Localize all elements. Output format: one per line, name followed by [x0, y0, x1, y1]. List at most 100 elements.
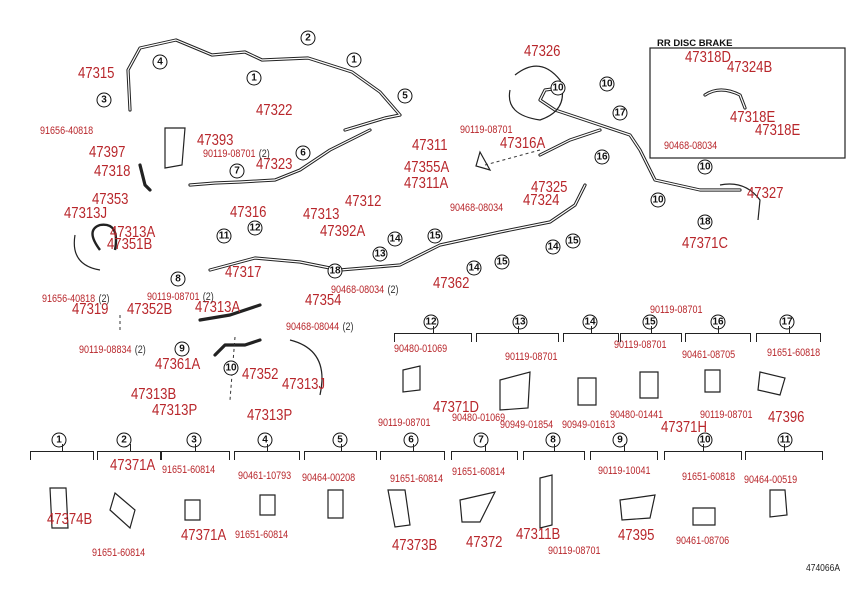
part-code: 90119-08834	[79, 344, 132, 356]
callout-number: 18	[327, 263, 343, 279]
group-bracket	[304, 444, 377, 460]
callout-number: 14	[545, 239, 561, 255]
part-code: 90119-08701	[700, 409, 753, 421]
callout-number: 14	[387, 231, 403, 247]
part-number-label: 47316A	[500, 135, 546, 152]
callout-number: 1	[346, 52, 362, 68]
part-number-label: 47313J	[282, 376, 326, 393]
part-number-label: 47373B	[392, 537, 438, 554]
group-bracket	[590, 444, 658, 460]
callout-number: 8	[170, 271, 186, 287]
part-code-label: 91651-60818	[767, 348, 820, 359]
group-number: 16	[710, 314, 726, 330]
part-code-label: 90468-08034	[450, 203, 503, 214]
rr-disc-brake-title: RR DISC BRAKE	[657, 38, 733, 49]
part-number-label: 47318	[94, 163, 131, 180]
callout-number: 3	[96, 92, 112, 108]
part-code: 90119-08701	[650, 304, 703, 316]
part-number-label: 47395	[618, 527, 655, 544]
group-bracket	[97, 444, 162, 460]
callout-number: 15	[494, 254, 510, 270]
part-code-label: 90119-08701(2)	[147, 292, 214, 303]
part-number-label: 47313	[303, 206, 340, 223]
callout-number: 6	[295, 145, 311, 161]
part-code-label: 90468-08034(2)	[331, 285, 398, 296]
group-number: 7	[473, 432, 489, 448]
callout-number: 9	[174, 341, 190, 357]
part-code: 90480-01441	[610, 409, 664, 421]
part-code: 91651-60814	[92, 547, 146, 559]
part-code-label: 90119-08701	[548, 546, 601, 557]
quantity: (2)	[134, 344, 146, 356]
quantity: (2)	[258, 148, 270, 160]
part-code: 91656-40818	[40, 125, 94, 137]
group-bracket	[394, 326, 472, 342]
part-code-label: 91651-60814	[235, 530, 288, 541]
quantity: (2)	[342, 321, 354, 333]
part-code: 91651-60818	[682, 471, 736, 483]
part-number-label: 47372	[466, 534, 503, 551]
callout-number: 10	[650, 192, 666, 208]
callout-number: 13	[372, 246, 388, 262]
group-bracket	[563, 326, 619, 342]
part-code: 90119-08701	[548, 545, 601, 557]
part-code-label: 90119-10041	[598, 466, 651, 477]
group-number: 4	[257, 432, 273, 448]
group-number: 11	[777, 432, 793, 448]
group-number: 10	[697, 432, 713, 448]
part-code: 91651-60814	[390, 473, 444, 485]
part-number-label: 47318E	[755, 122, 801, 139]
group-bracket	[380, 444, 445, 460]
group-number: 12	[423, 314, 439, 330]
part-code: 90461-10793	[238, 470, 292, 482]
part-code-label: 90461-08705	[682, 350, 735, 361]
part-code-label: 90468-08034	[664, 141, 717, 152]
part-code-label: 91651-60814	[452, 467, 505, 478]
group-bracket	[476, 326, 559, 342]
part-code: 91651-60814	[162, 464, 216, 476]
part-code-label: 90461-08706	[676, 536, 729, 547]
callout-number: 10	[599, 76, 615, 92]
part-number-label: 47318E	[730, 109, 776, 126]
part-code-label: 91656-40818(2)	[42, 294, 109, 305]
group-bracket	[756, 326, 821, 342]
callout-number: 7	[229, 163, 245, 179]
part-code: 90468-08034	[664, 140, 718, 152]
callout-number: 10	[697, 159, 713, 175]
callout-number: 1	[246, 70, 262, 86]
part-number-label: 47361A	[155, 356, 201, 373]
part-code: 90119-08701	[460, 124, 513, 136]
group-number: 14	[582, 314, 598, 330]
part-number-label: 47318D	[685, 49, 731, 66]
callout-number: 17	[612, 105, 628, 121]
part-number-label: 47353	[92, 191, 129, 208]
part-number-label: 47326	[524, 43, 561, 60]
part-number-label: 47316	[230, 204, 267, 221]
part-number-label: 47351B	[107, 236, 153, 253]
part-number-label: 47371C	[682, 235, 728, 252]
part-code: 90119-08701	[614, 339, 667, 351]
part-code-label: 90480-01069	[452, 413, 505, 424]
part-number-label: 47352	[242, 366, 279, 383]
part-code: 90119-08701	[505, 351, 558, 363]
part-code: 90119-08701	[147, 291, 200, 303]
part-code: 90480-01069	[394, 343, 448, 355]
quantity: (2)	[202, 291, 214, 303]
group-number: 9	[612, 432, 628, 448]
part-code-label: 91656-40818	[40, 126, 93, 137]
callout-number: 2	[300, 30, 316, 46]
part-code-label: 90468-08044(2)	[286, 322, 353, 333]
part-number-label: 47313P	[152, 402, 198, 419]
part-code-label: 90119-08701	[700, 410, 753, 421]
part-code-label: 90480-01069	[394, 344, 447, 355]
callout-number: 12	[247, 220, 263, 236]
part-number-label: 47354	[305, 292, 342, 309]
group-bracket	[160, 444, 230, 460]
part-code-label: 90461-10793	[238, 471, 291, 482]
group-bracket	[664, 444, 742, 460]
part-code: 90119-08701	[378, 417, 431, 429]
part-number-label: 47311	[412, 137, 448, 154]
part-number-label: 47311A	[404, 175, 449, 192]
part-code-label: 91651-60818	[682, 472, 735, 483]
callout-number: 10	[550, 80, 566, 96]
